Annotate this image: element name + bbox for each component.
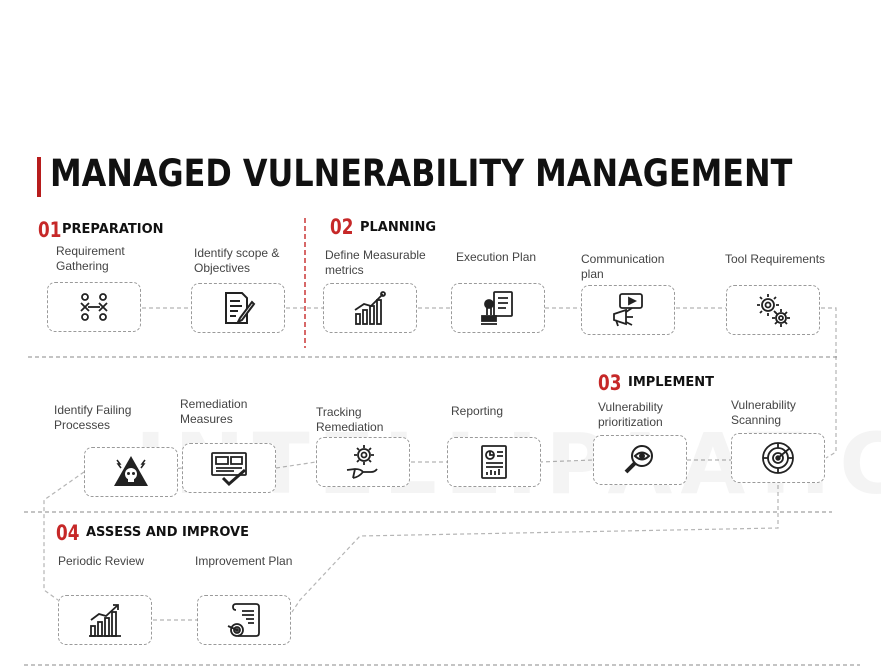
- step-label-tool-requirements: Tool Requirements: [725, 252, 826, 266]
- title-accent-bar: [37, 157, 41, 197]
- radar-icon: [762, 442, 794, 474]
- step-box-tracking-remediation: [316, 437, 410, 487]
- step-box-reporting: [447, 437, 541, 487]
- section-title-implement: IMPLEMENT: [628, 375, 715, 390]
- step-box-execution-plan: [451, 283, 545, 333]
- magnifier-eye-icon: [624, 445, 653, 474]
- step-box-communication-plan: [581, 285, 675, 335]
- step-box-periodic-review: [58, 595, 152, 645]
- step-box-identify-failing: [84, 447, 178, 497]
- scroll-target-icon: [227, 603, 260, 637]
- section-number-01: 01: [38, 218, 62, 242]
- section-number-04: 04: [56, 521, 80, 545]
- gears-icon: [757, 294, 790, 327]
- step-box-remediation-measures: [182, 443, 276, 493]
- bar-chart-icon: [354, 291, 386, 325]
- section-title-assess-improve: ASSESS AND IMPROVE: [86, 525, 249, 540]
- step-box-identify-scope: [191, 283, 285, 333]
- step-label-improvement-plan: Improvement Plan: [195, 554, 293, 568]
- step-box-requirement-gathering: [47, 282, 141, 332]
- stamp-document-icon: [481, 291, 513, 325]
- step-label-reporting: Reporting: [451, 404, 504, 418]
- step-label-execution-plan: Execution Plan: [456, 250, 537, 264]
- megaphone-icon: [613, 293, 643, 327]
- step-label-identify-scope: Identify scope &Objectives: [194, 246, 280, 275]
- report-icon: [481, 445, 507, 479]
- step-box-vulnerability-scanning: [731, 433, 825, 483]
- section-number-03: 03: [598, 371, 622, 395]
- section-title-preparation: PREPARATION: [62, 222, 164, 237]
- step-box-define-metrics: [323, 283, 417, 333]
- section-number-02: 02: [330, 215, 354, 239]
- step-box-tool-requirements: [726, 285, 820, 335]
- section-title-planning: PLANNING: [360, 220, 437, 235]
- growth-chart-icon: [89, 604, 121, 637]
- step-box-improvement-plan: [197, 595, 291, 645]
- people-network-icon: [80, 293, 108, 321]
- monitor-check-icon: [211, 452, 247, 487]
- hand-gear-icon: [346, 445, 378, 479]
- document-pen-icon: [225, 292, 256, 325]
- page-title: MANAGED VULNERABILITY MANAGEMENT: [50, 152, 793, 195]
- step-box-vulnerability-prioritization: [593, 435, 687, 485]
- step-label-periodic-review: Periodic Review: [58, 554, 145, 568]
- warning-skull-icon: [114, 456, 148, 486]
